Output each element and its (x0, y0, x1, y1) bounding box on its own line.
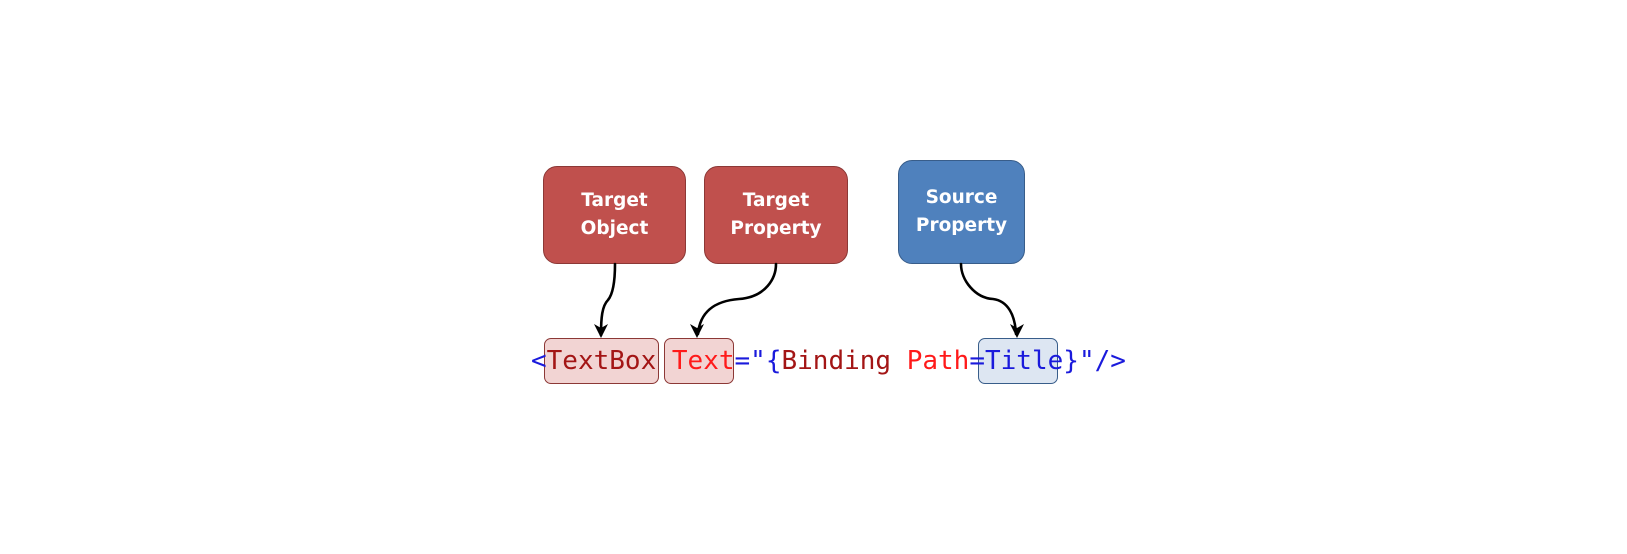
code-open-brace: { (765, 346, 782, 376)
code-path-value: Title (985, 346, 1064, 376)
code-element-name: TextBox (546, 346, 657, 376)
arrow-target-property (696, 262, 778, 336)
xaml-code-line: <TextBox Text="{Binding Path=Title}"/> (531, 344, 1126, 378)
target-property-label-line1: Target (742, 190, 810, 211)
code-open-bracket: < (531, 346, 547, 376)
code-path-attribute: Path (906, 346, 970, 376)
target-object-box: Target Object (543, 166, 686, 264)
text-attribute-highlight (664, 338, 734, 384)
code-closing: "/> (1078, 346, 1126, 376)
code-close-brace: } (1063, 346, 1079, 376)
target-property-label-line2: Property (730, 218, 822, 239)
arrowhead-target-property (690, 324, 704, 338)
code-equals: = (969, 346, 985, 376)
target-property-box: Target Property (704, 166, 848, 264)
arrow-source-property (959, 262, 1018, 336)
arrowhead-source-property (1010, 324, 1024, 338)
source-property-label-line1: Source (925, 187, 998, 208)
code-markup-extension: Binding (781, 346, 892, 376)
source-property-label-line2: Property (915, 215, 1008, 236)
arrow-target-object (599, 262, 617, 337)
source-property-box: Source Property (898, 160, 1025, 264)
code-equals-quote: =" (734, 346, 766, 376)
code-attribute-name: Text (671, 346, 735, 376)
target-object-label-line2: Object (580, 218, 649, 239)
target-object-label-line1: Target (581, 190, 648, 211)
title-path-highlight (978, 338, 1058, 384)
textbox-highlight (544, 338, 659, 384)
arrowhead-target-object (594, 324, 608, 338)
